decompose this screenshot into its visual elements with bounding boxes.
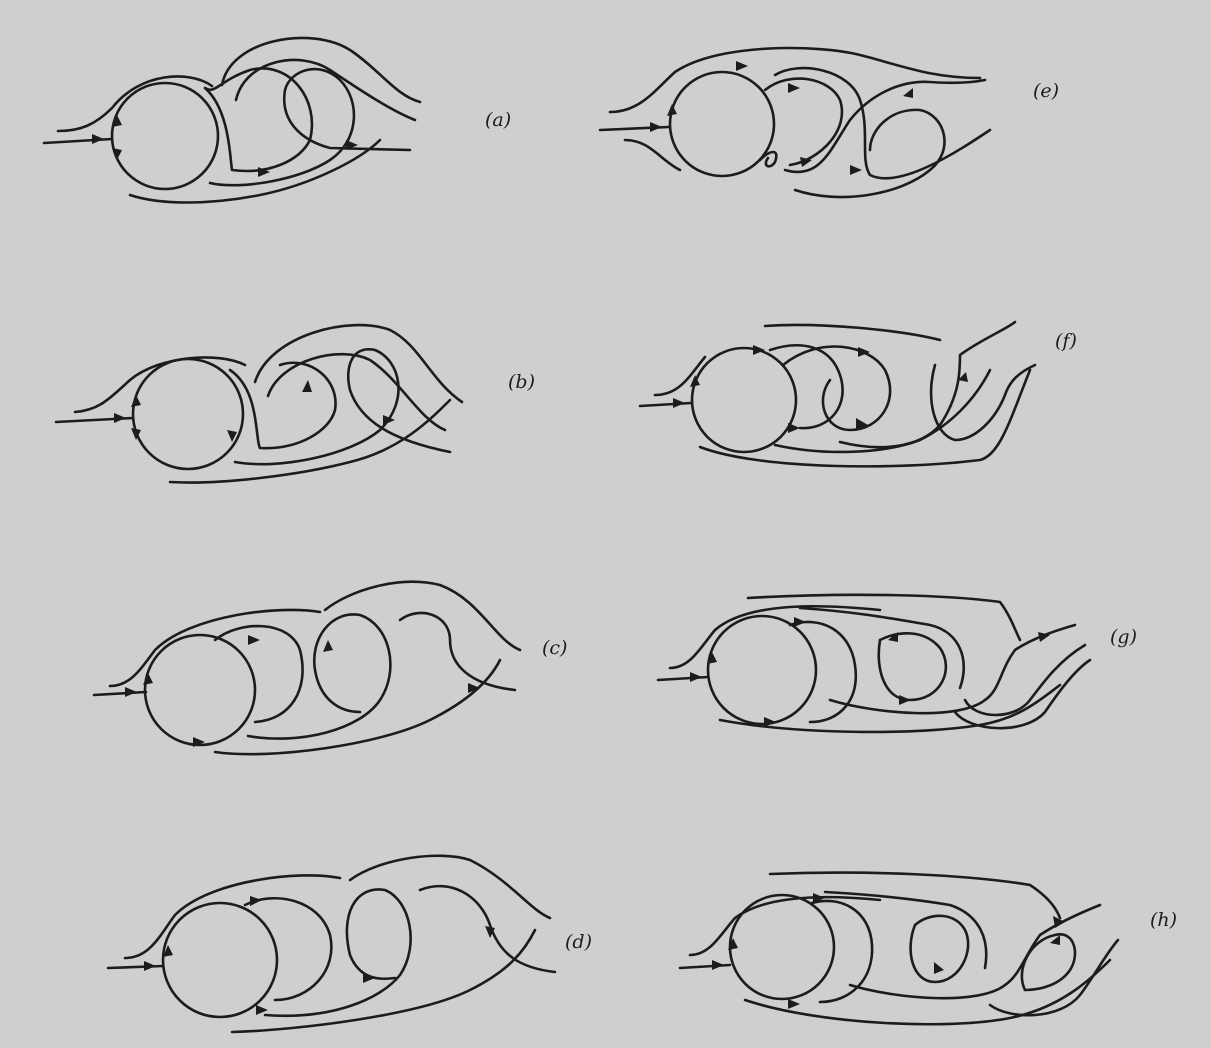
streamline [812,901,872,1002]
flow-arrow [788,83,800,93]
streamline [125,875,340,958]
panel-b: (b) [56,325,535,482]
streamline [965,645,1085,715]
cylinder [692,348,796,452]
streamline [931,365,1035,440]
panel-label: (b) [508,371,535,393]
panel-c: (c) [94,582,567,754]
flow-arrow [753,345,765,355]
streamline [1022,934,1075,990]
flow-arrow [788,999,800,1009]
flow-arrow [92,134,104,144]
flow-arrow [383,415,395,425]
streamline [840,322,1015,447]
flow-arrow [256,1005,268,1015]
streamline [110,610,320,686]
streamline [879,633,946,700]
streamline [955,660,1090,728]
cylinder [670,72,774,176]
streamline [265,889,411,1015]
streamline [850,905,1100,998]
panel-label: (a) [485,109,511,131]
panel-d: (d) [108,856,592,1032]
streamline [745,960,1110,1024]
flow-arrow [363,973,375,983]
panel-label: (c) [542,637,567,659]
panel-label: (h) [1150,909,1177,931]
flow-arrow [302,380,312,392]
streamline [215,660,500,754]
flow-arrow [712,960,724,970]
panel-label: (f) [1055,330,1077,352]
streamline [825,892,986,968]
streamline [690,897,880,955]
flow-arrow [131,395,141,407]
streamline [268,354,445,430]
cylinder [133,359,243,469]
flow-arrow [850,165,862,175]
flow-arrow [114,413,126,423]
flow-arrow [764,717,776,727]
streamline [670,606,880,668]
streamline [400,613,515,690]
panel-label: (g) [1110,626,1137,648]
streamline [94,692,146,695]
flow-arrow [650,122,662,132]
panel-h: (h) [680,873,1177,1025]
cylinder [708,616,816,724]
cylinder [112,83,218,189]
cylinder [163,903,277,1017]
flow-arrow [934,962,944,974]
streamline [760,152,776,166]
cylinder [145,635,255,745]
panel-f: (f) [640,322,1077,466]
flow-arrow [144,961,156,971]
flow-arrow [667,104,677,116]
streamline [765,325,940,340]
streamline [770,345,843,428]
streamline [325,582,520,650]
streamline [625,140,680,170]
flow-arrow [248,635,260,645]
flow-arrow [899,695,911,705]
panel-label: (d) [565,931,592,953]
flow-arrow [673,398,685,408]
flow-arrow [143,673,153,685]
streamline [783,346,890,430]
flow-arrow [125,687,137,697]
streamline [205,68,312,171]
panel-label: (e) [1033,80,1059,102]
flow-arrow [690,672,702,682]
streamline [610,48,980,112]
flow-arrow [903,88,913,98]
panel-g: (g) [658,595,1137,732]
flow-arrow [112,148,122,160]
panel-a: (a) [44,38,511,203]
panel-e: (e) [600,48,1059,197]
flow-arrow [736,61,748,71]
streamline [911,916,969,982]
streamline [245,898,331,1000]
flow-arrow [788,423,800,433]
flow-arrow [323,640,333,652]
flow-arrow [794,617,806,627]
streamline [58,76,212,131]
streamline [785,80,985,172]
